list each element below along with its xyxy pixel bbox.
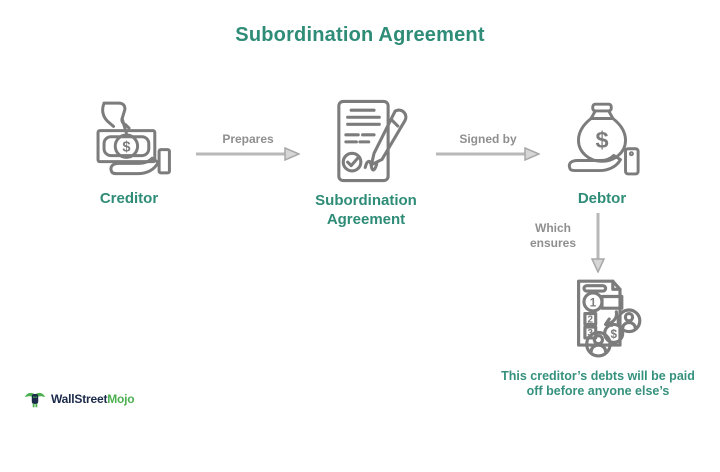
- debtor-node: $: [560, 96, 644, 188]
- signed-document-icon: [337, 99, 408, 183]
- svg-text:$: $: [595, 127, 608, 153]
- hand-giving-money-icon: $: [96, 101, 171, 176]
- page-title: Subordination Agreement: [235, 24, 485, 46]
- outcome-caption: This creditor’s debts will be paid off b…: [478, 369, 718, 399]
- svg-text:2: 2: [588, 315, 594, 326]
- signed-by-arrow-label: Signed by: [459, 132, 517, 146]
- agreement-node: [323, 93, 411, 189]
- money-bag-in-hand-icon: $: [567, 102, 640, 176]
- outcome-node: 1 2 3 $: [556, 274, 648, 364]
- arrow-right-icon: [436, 146, 540, 162]
- wallstreetmojo-bull-logo-icon: [24, 392, 46, 408]
- agreement-label: Subordination Agreement: [315, 192, 417, 228]
- wallstreetmojo-logo: WallStreetMojo: [24, 388, 135, 410]
- logo-text-primary: WallStreet: [51, 392, 108, 406]
- svg-text:1: 1: [590, 296, 597, 309]
- which-ensures-arrow-label: Which ensures: [529, 221, 577, 250]
- debtor-label: Debtor: [577, 190, 627, 207]
- wallstreetmojo-logo-text: WallStreetMojo: [51, 392, 135, 406]
- prepares-arrow-label: Prepares: [222, 132, 274, 146]
- arrow-down-icon: [591, 213, 605, 273]
- logo-text-secondary: Mojo: [107, 392, 135, 406]
- svg-text:$: $: [610, 328, 617, 341]
- arrow-right-icon: [196, 146, 300, 162]
- priority-list-icon: 1 2 3 $: [577, 279, 642, 358]
- creditor-label: Creditor: [99, 190, 159, 207]
- svg-text:$: $: [122, 139, 130, 155]
- outcome-caption-line2: off before anyone else’s: [526, 384, 670, 398]
- outcome-caption-line1: This creditor’s debts will be paid: [501, 369, 695, 383]
- creditor-node: $: [86, 96, 172, 186]
